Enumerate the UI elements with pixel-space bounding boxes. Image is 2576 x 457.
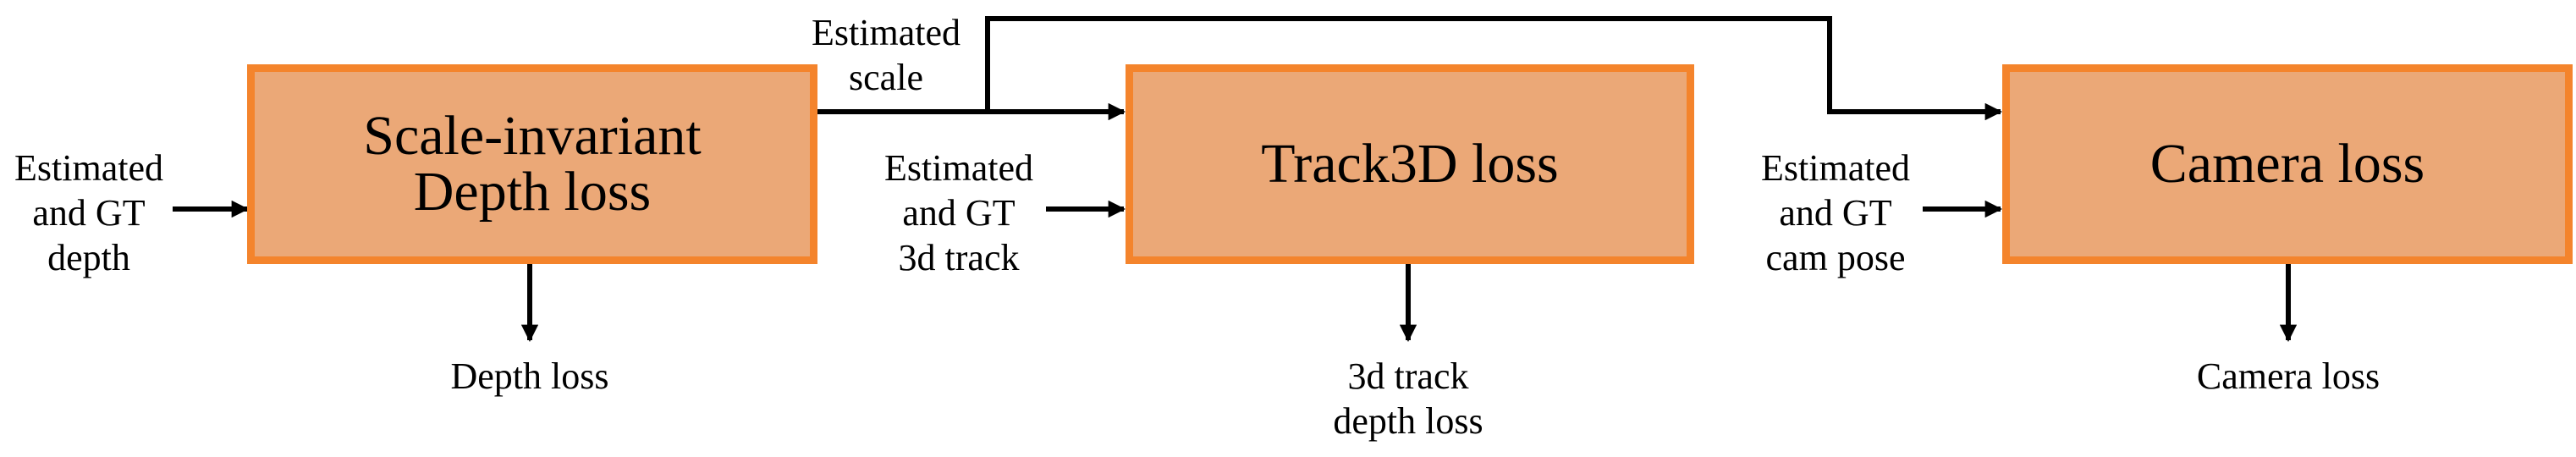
- camera-loss-box: Camera loss: [2002, 64, 2573, 264]
- track-input-label: Estimated and GT 3d track: [884, 147, 1033, 278]
- camera-box-label: Camera loss: [2149, 133, 2425, 195]
- depth-input-label: Estimated and GT depth: [14, 147, 163, 278]
- camera-input-label: Estimated and GT cam pose: [1761, 147, 1910, 278]
- track3d-loss-box: Track3D loss: [1126, 64, 1694, 264]
- scale-invariant-depth-loss-box: Scale-invariant Depth loss: [247, 64, 817, 264]
- scale-input-label: Estimated scale: [812, 12, 960, 98]
- depth-box-label: Scale-invariant Depth loss: [363, 105, 702, 223]
- camera-output-label: Camera loss: [2196, 355, 2381, 397]
- depth-output-label: Depth loss: [450, 355, 609, 397]
- track-output-label: 3d track depth loss: [1333, 355, 1483, 442]
- scale-to-camera-arrow: [985, 16, 2003, 121]
- track-box-label: Track3D loss: [1261, 133, 1559, 195]
